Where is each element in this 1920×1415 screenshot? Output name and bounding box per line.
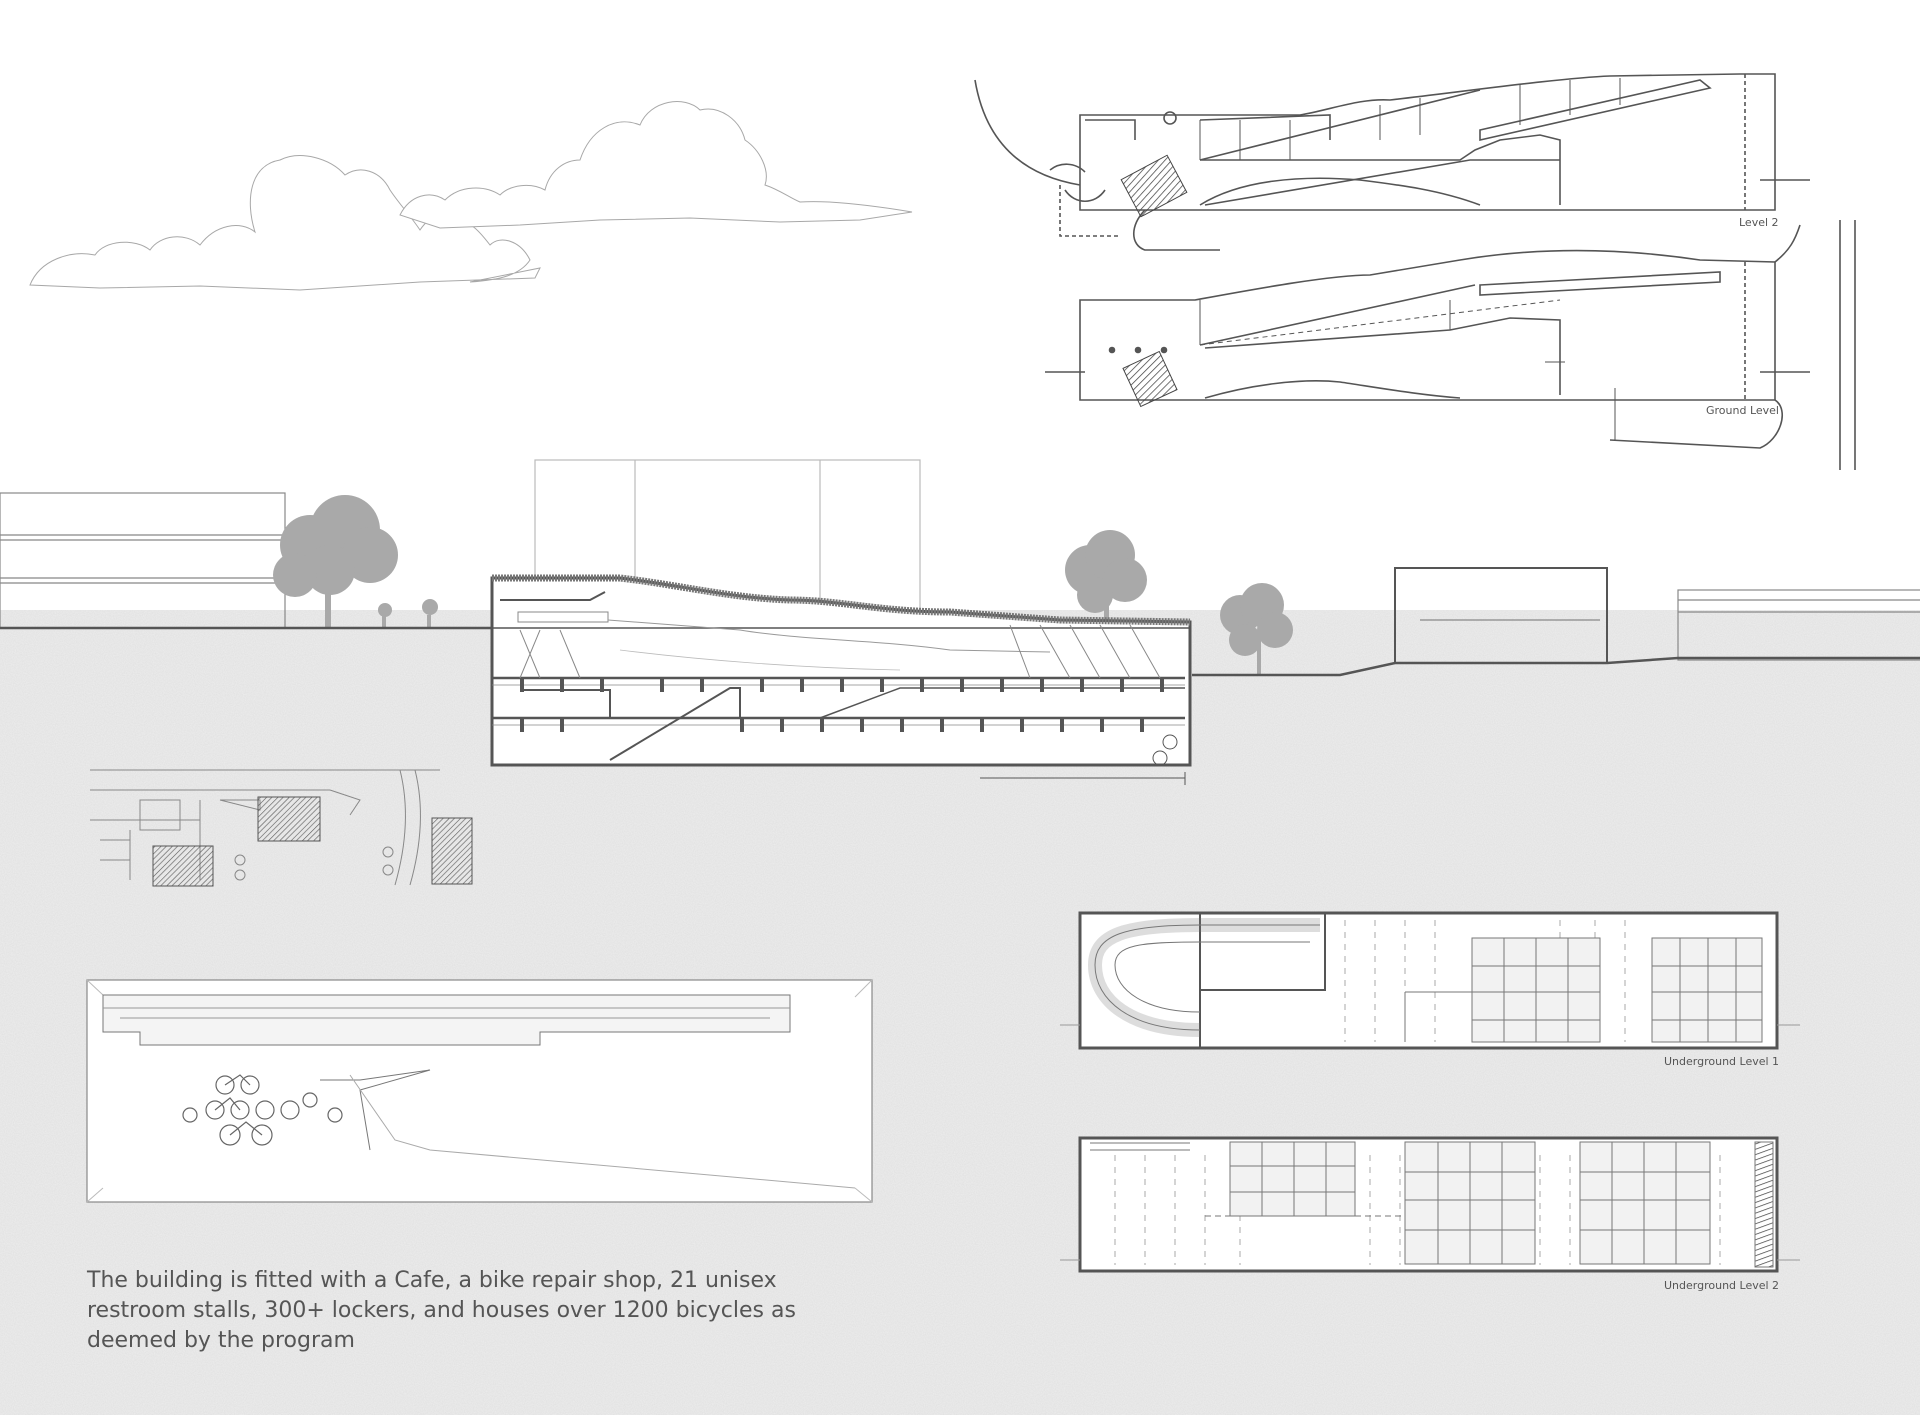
program-description: The building is fitted with a Cafe, a bi… (87, 1268, 796, 1353)
bike-rack-blocks-ul2 (1229, 1141, 1711, 1265)
label-underground-level-1: Underground Level 1 (1664, 1055, 1780, 1068)
bicycles-cluster (182, 1074, 343, 1146)
trees (273, 495, 1293, 675)
label-level-2: Level 2 (1739, 216, 1779, 229)
section-context-buildings (0, 459, 1920, 664)
site-plan-fragment (90, 769, 473, 887)
section-building (490, 574, 1192, 785)
plan-underground-level-2 (1060, 1136, 1800, 1273)
section-column-marks (520, 678, 1164, 732)
clouds-outline (29, 101, 913, 291)
section-ground-line (0, 626, 1920, 677)
plan-level-2 (974, 73, 1810, 251)
plan-underground-level-1 (1060, 911, 1800, 1050)
label-ground-level: Ground Level (1706, 404, 1779, 417)
plan-ground-level (1045, 220, 1856, 470)
bike-rack-blocks-ul1 (1471, 937, 1763, 1043)
perspective-render (86, 979, 873, 1203)
label-underground-level-2: Underground Level 2 (1664, 1279, 1780, 1292)
